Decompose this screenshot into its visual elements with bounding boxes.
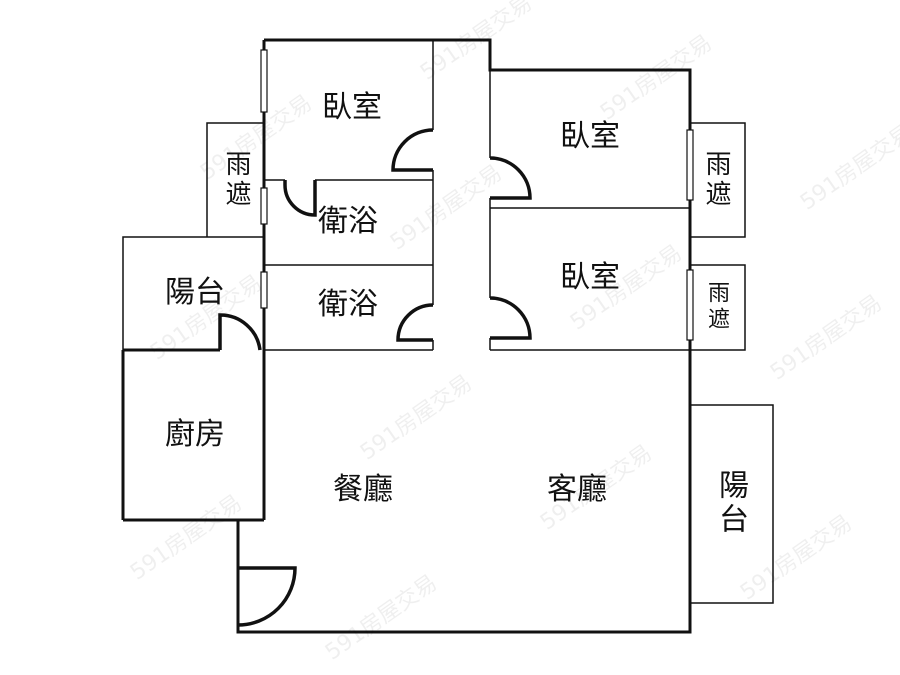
door-arc	[489, 296, 532, 340]
window	[686, 269, 694, 341]
entrance-door-arc	[237, 566, 297, 627]
room-label-awning: 雨遮	[701, 150, 731, 210]
room-label-balcony: 陽台	[165, 275, 225, 310]
balcony-left-outline	[122, 236, 264, 350]
room-label-awning: 雨遮	[704, 281, 729, 333]
door-arc	[218, 313, 262, 351]
room-label-dining-room: 餐廳	[333, 472, 393, 507]
awning-right-bottom-outline	[690, 264, 746, 351]
room-label-bathroom: 衛浴	[318, 287, 378, 322]
window	[260, 187, 268, 225]
room-label-balcony: 陽台	[713, 469, 748, 537]
room-label-bedroom: 臥室	[322, 90, 382, 125]
window	[686, 129, 694, 201]
room-label-bedroom: 臥室	[560, 260, 620, 295]
room-label-living-room: 客廳	[547, 472, 607, 507]
door-arc	[489, 156, 532, 200]
room-label-kitchen: 廚房	[165, 417, 225, 452]
room-label-bathroom: 衛浴	[318, 204, 378, 239]
awning-right-top-outline	[690, 122, 746, 238]
door-arc	[283, 180, 317, 217]
outer-wall	[236, 38, 692, 634]
balcony-right-outline	[690, 404, 774, 604]
door-arc	[396, 303, 434, 342]
room-label-bedroom: 臥室	[560, 119, 620, 154]
door-arc	[391, 128, 434, 172]
room-label-awning: 雨遮	[221, 150, 251, 210]
window	[260, 271, 268, 309]
awning-left-outline	[206, 122, 264, 237]
window	[260, 49, 268, 113]
